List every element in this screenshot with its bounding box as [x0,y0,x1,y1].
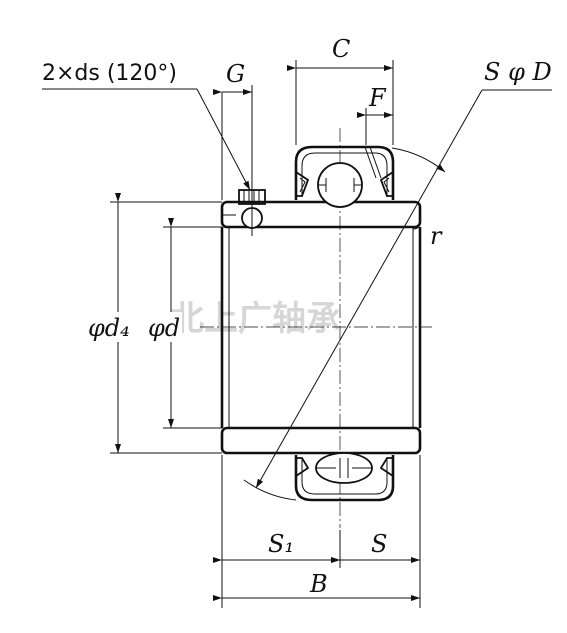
label-S1: S₁ [268,530,294,558]
extension-lines [110,60,421,608]
dim-r: r [412,221,443,250]
label-B: B [309,570,328,598]
label-C: C [332,35,350,63]
set-screw [238,185,266,236]
label-r: r [430,222,443,250]
dim-phid: φd [146,218,182,428]
outer-ring-top [294,145,395,200]
seal-top-right [379,171,394,197]
ball-top [317,162,363,208]
outer-ring-bottom [294,455,395,502]
dim-phid4: φd₄ [88,193,130,453]
label-SphiD: S φ D [484,58,552,86]
label-phid4: φd₄ [88,314,130,342]
dim-C: C [287,35,393,71]
label-setscrew: 2×ds (120°) [42,61,177,86]
setscrew-leader: 2×ds (120°) [42,61,251,191]
label-F: F [368,84,387,112]
inner-ring-bottom [220,426,422,455]
dim-S1: S₁ [213,530,340,563]
dim-SphiD: S φ D [243,58,552,501]
seal-bottom-left [295,457,310,477]
inner-ring-top [220,200,422,229]
dim-S: S [331,530,420,563]
label-phid: φd [148,314,180,342]
dim-F: F [357,84,393,118]
dim-G: G [213,60,252,95]
watermark: 北上广轴承 [170,299,340,339]
seal-top-left [295,171,310,197]
label-G: G [226,60,245,88]
dim-B: B [213,570,420,601]
ball-bottom [315,452,373,484]
label-S: S [371,530,387,558]
bore [220,227,422,428]
seal-bottom-right [379,457,394,477]
